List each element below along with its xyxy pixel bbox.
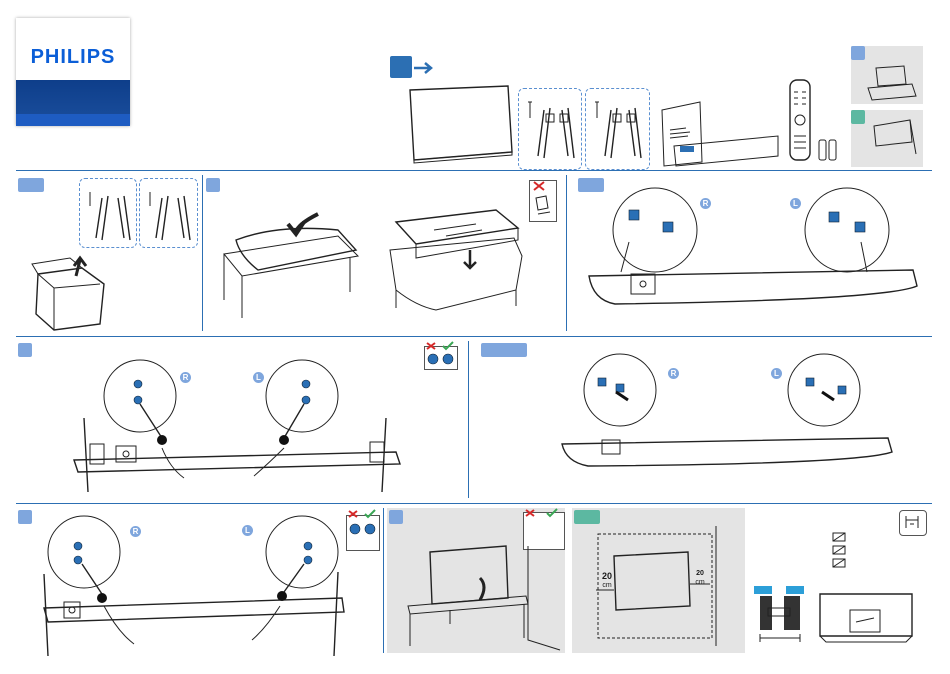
separator-col-1	[202, 175, 203, 331]
wall-gap-left-value: 20	[597, 572, 617, 581]
tv-face-down-illustration	[386, 210, 526, 314]
check-icon-2	[364, 509, 376, 519]
wall-gap-right-value: 20	[693, 569, 707, 578]
tv-panel-illustration	[408, 86, 520, 168]
screw-detail-illustration	[558, 352, 894, 470]
wall-mode-badge	[851, 110, 865, 124]
feet-attach-top-view	[585, 186, 920, 310]
separator-col-2	[566, 175, 567, 331]
tv-back-bracket-diagram	[816, 590, 916, 646]
cross-icon	[532, 180, 546, 192]
logo-band-accent	[16, 114, 130, 126]
table-icon	[866, 66, 918, 102]
check-icon	[442, 341, 454, 351]
step-badge-4	[18, 343, 32, 357]
screw-feet-illustration	[70, 358, 400, 492]
wall-icon	[870, 118, 918, 158]
battery-icon	[818, 138, 838, 162]
wall-gap-left-label: 20 cm	[597, 572, 617, 590]
open-box-illustration	[30, 254, 110, 332]
separator-row-3	[16, 503, 932, 504]
cross-icon-2	[425, 341, 437, 351]
remote-icon	[788, 78, 812, 164]
manual-icon	[660, 96, 782, 166]
tv-upright-small-icon	[532, 194, 552, 218]
stand-foot-icon	[524, 100, 580, 162]
step-badge-2	[206, 178, 220, 192]
step-badge-1	[18, 178, 44, 192]
step-badge-7	[389, 510, 403, 524]
stand-foot-icon-2	[591, 100, 647, 162]
vesa-size-icons	[832, 532, 846, 568]
cross-icon-4	[524, 508, 536, 518]
separator-col-3	[468, 341, 469, 498]
separator-row-1	[16, 170, 932, 171]
screw-length-diagram	[754, 586, 806, 646]
wall-gap-right-label: 20 cm	[693, 569, 707, 587]
step-badge-6	[18, 510, 32, 524]
step-badge-8	[574, 510, 600, 524]
check-icon-3	[546, 508, 558, 518]
unbox-arrow-icon	[412, 60, 436, 76]
wall-gap-left-unit: cm	[597, 581, 617, 590]
screw-head-compare-icon-2	[348, 522, 378, 536]
screw-icon	[84, 190, 196, 242]
table-mode-badge	[851, 46, 865, 60]
separator-col-4	[383, 508, 384, 653]
cloth-on-table-illustration	[218, 210, 364, 322]
step-badge-5	[481, 343, 527, 357]
unbox-icon	[390, 56, 412, 78]
separator-row-2	[16, 336, 932, 337]
cross-icon-3	[347, 509, 359, 519]
tighten-feet-illustration	[38, 512, 348, 656]
wall-gap-right-unit: cm	[693, 578, 707, 587]
philips-logo: PHILIPS	[16, 18, 130, 126]
bracket-icon	[904, 514, 920, 530]
place-tv-illustration	[400, 546, 560, 650]
screw-head-compare-icon	[426, 352, 456, 366]
logo-text: PHILIPS	[16, 46, 130, 69]
